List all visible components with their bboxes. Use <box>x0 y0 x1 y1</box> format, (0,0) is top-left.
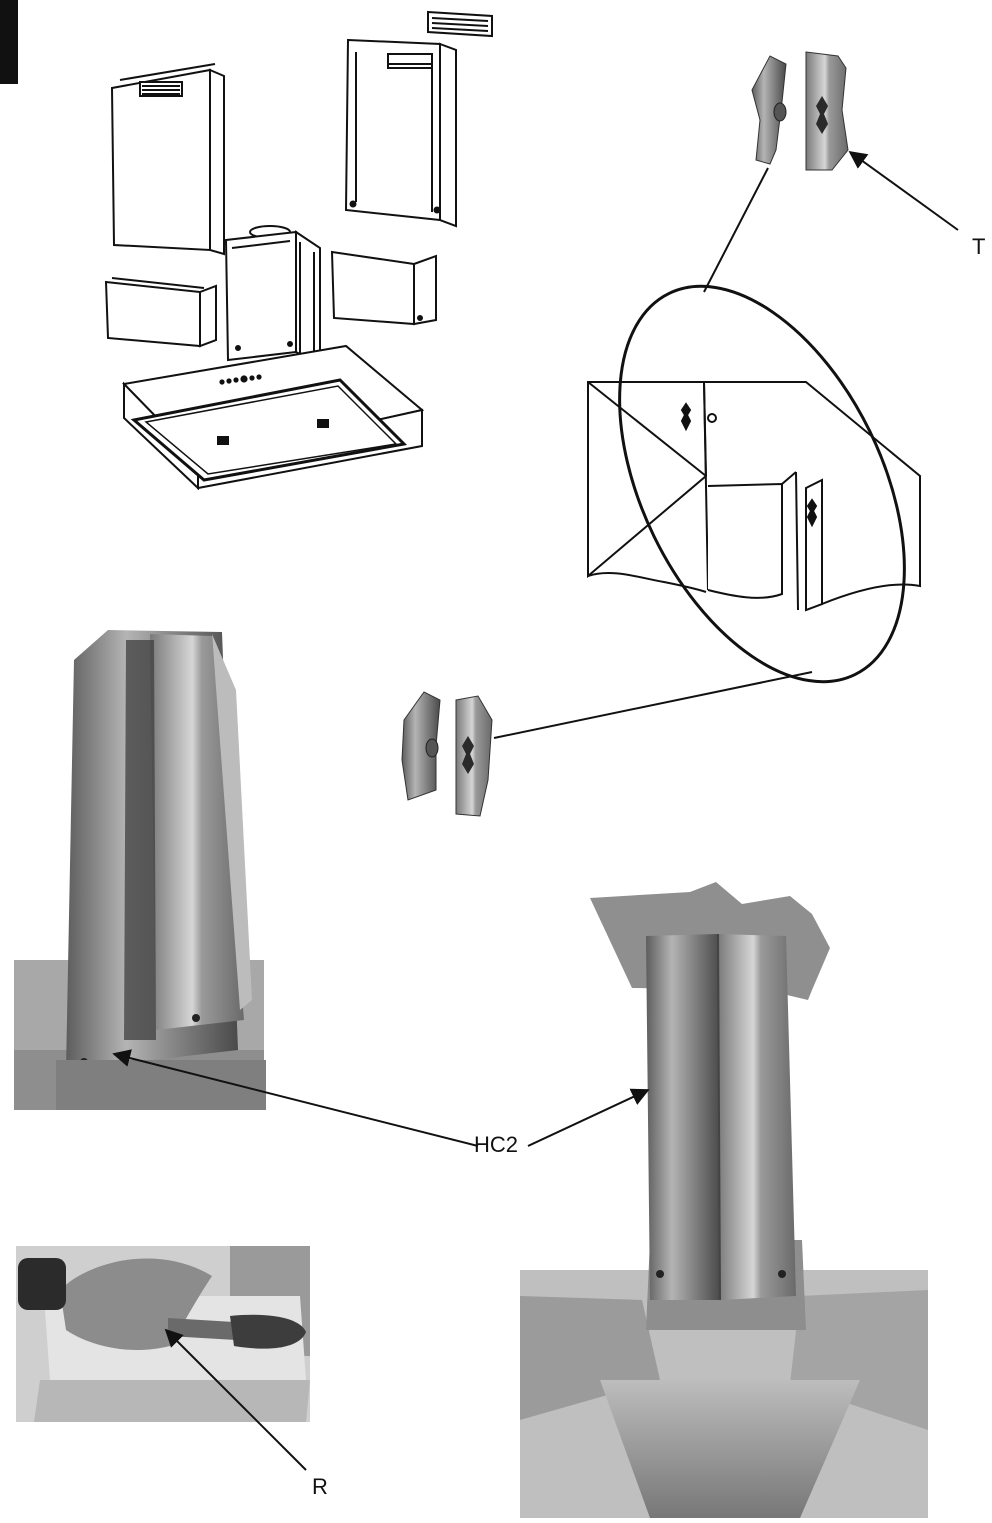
chimney-assembly-photo-front <box>520 882 928 1518</box>
chimney-assembly-photo-side <box>14 630 266 1110</box>
control-buttons <box>219 374 262 385</box>
upper-chimney-inner <box>344 38 457 228</box>
page-edge-tab <box>0 0 18 84</box>
callout-label-hc2: HC2 <box>474 1132 519 1157</box>
detail-highlight-ellipse <box>618 284 906 684</box>
keyhole-fastener-closeup-bottom <box>401 691 493 817</box>
upper-chimney-cover <box>110 63 225 256</box>
callout-label-r: R <box>312 1474 328 1499</box>
callout-arrows <box>112 150 959 1471</box>
vent-grille <box>427 10 493 38</box>
keyhole-fastener-closeup-top <box>751 51 849 171</box>
joint-detail-sketch <box>493 167 921 739</box>
screw-fastening-photo <box>16 1246 310 1422</box>
central-duct-box <box>224 225 321 366</box>
lower-cover-left <box>104 277 217 348</box>
exploded-view-drawing <box>104 10 493 491</box>
callout-label-t: T <box>972 234 986 259</box>
lower-cover-right <box>330 250 437 326</box>
hood-canopy <box>121 344 425 491</box>
